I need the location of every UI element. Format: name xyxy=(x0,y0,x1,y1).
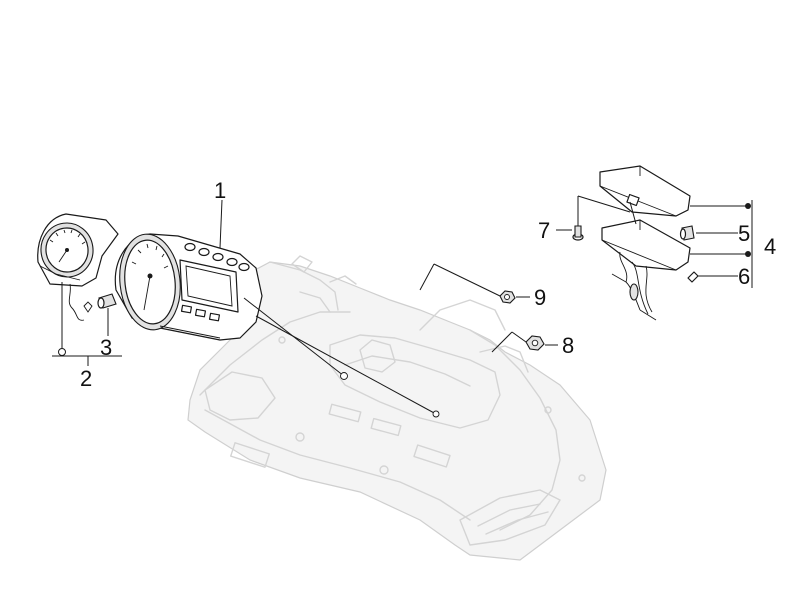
callout-3: 3 xyxy=(100,335,112,360)
bulb-part-3 xyxy=(97,293,117,336)
callout-9: 9 xyxy=(534,285,546,310)
tachometer-part xyxy=(37,213,119,356)
mounting-lines xyxy=(219,199,440,418)
callout-4: 4 xyxy=(764,234,776,259)
callout-7: 7 xyxy=(538,218,550,243)
nut-part-9 xyxy=(419,263,530,304)
callout-1: 1 xyxy=(214,178,226,203)
callout-2: 2 xyxy=(80,366,92,391)
callout-8: 8 xyxy=(562,333,574,358)
screw-part-6 xyxy=(687,271,738,283)
nut-part-8 xyxy=(491,331,558,353)
control-unit-part xyxy=(599,165,753,321)
callout-labels: 1 2 3 4 5 6 7 8 9 xyxy=(80,178,776,391)
bulb-part-5 xyxy=(679,225,738,241)
instrument-cluster-part xyxy=(114,233,263,341)
callout-5: 5 xyxy=(738,221,750,246)
callout-6: 6 xyxy=(738,264,750,289)
screw-part-7 xyxy=(556,195,631,241)
dashboard-panel xyxy=(187,255,607,561)
